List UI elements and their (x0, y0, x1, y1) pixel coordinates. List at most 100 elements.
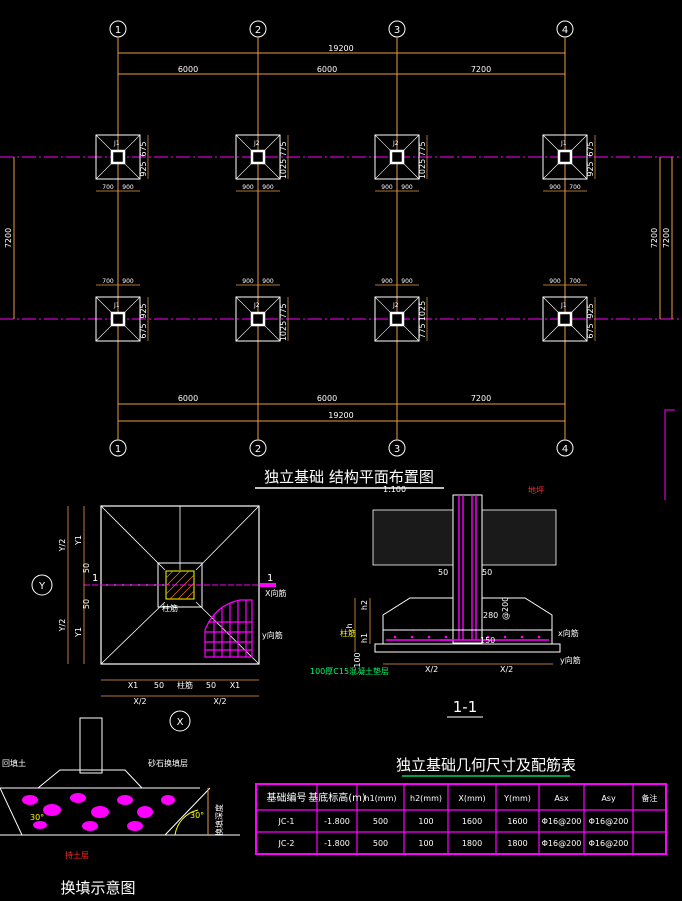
axis-bubble-bottom-4: 4 (556, 439, 574, 457)
foundation-table: 独立基础几何尺寸及配筋表 基础编号基底标高(m)h1(mm)h2(mm)X(mm… (255, 756, 667, 855)
foundation-dim-b: 675 (586, 323, 595, 338)
detail-x1-left: X1 (128, 681, 139, 690)
foundation-dim-a: 925 (139, 303, 148, 318)
table-header-cell: Asx (554, 794, 569, 803)
detail-zhujin-label: 柱筋 (162, 603, 178, 613)
foundation-dim-a: 675 (139, 141, 148, 156)
table-title: 独立基础几何尺寸及配筋表 (396, 756, 576, 774)
dim-overall-top: 19200 (328, 44, 353, 53)
detail-fifty-y2: 50 (82, 599, 91, 609)
section-y-rebar: y向筋 (560, 655, 581, 665)
foundation-dim-h1: 900 (242, 278, 254, 285)
backfill-angle-left: 30° (30, 813, 44, 822)
foundation-dim-a: 925 (586, 303, 595, 318)
foundation-dim-b: 1025 (418, 159, 427, 179)
foundation-label: J1 (560, 302, 567, 309)
svg-text:4: 4 (562, 444, 568, 455)
foundation-dim-b: 925 (586, 161, 595, 176)
foundation-label: J2 (392, 302, 399, 309)
foundation-dim-h1: 900 (242, 184, 254, 191)
plan-title: 独立基础 结构平面布置图 (264, 468, 434, 486)
axis-bubble-top-4: 4 (556, 20, 574, 38)
foundation-dim-b: 675 (139, 323, 148, 338)
foundation-dim-b: 1025 (279, 321, 288, 341)
table-header-cell: h1(mm) (365, 794, 397, 803)
foundation-dim-b: 775 (418, 323, 427, 338)
table-cell: 1800 (507, 839, 527, 848)
section-label: 1-1 (453, 698, 478, 716)
detail-bottom-dims (101, 679, 259, 697)
table-cell: 100 (418, 839, 433, 848)
foundation-dim-h2: 900 (122, 184, 134, 191)
backfill-angle-arc (174, 809, 199, 836)
detail-x1-right: X1 (230, 681, 241, 690)
table-cell: 1800 (462, 839, 482, 848)
detail-y1-bottom: Y1 (74, 627, 83, 638)
foundation-dim-a: 775 (418, 141, 427, 156)
backfill-label-depth: 换填深度 (214, 804, 224, 836)
detail-axis-y: Y (38, 581, 46, 592)
section-mark-right: 1 (267, 573, 273, 584)
vertical-grid-lines (117, 37, 566, 440)
axis-bubble-top-1: 1 (109, 20, 127, 38)
table-cell: 500 (373, 817, 388, 826)
section-x-rebar: x向筋 (558, 628, 579, 638)
section-zhujin-label: 柱筋 (340, 628, 356, 638)
foundation-detail-plan: 1 1 Y Y/2 Y/2 Y1 Y1 50 50 X1 50 柱筋 50 X1… (31, 505, 286, 732)
foundation-dim-h2: 900 (122, 278, 134, 285)
section-1-1: 1:100 h h2 h1 100 (310, 485, 581, 718)
section-cushion (374, 643, 561, 653)
foundation-dim-a: 1025 (418, 301, 427, 321)
table-cell: JC-1 (278, 817, 295, 826)
edge-bracket (664, 409, 675, 500)
detail-yrebar-label: y向筋 (262, 630, 283, 640)
section-mark-left: 1 (92, 573, 98, 584)
side-dimensions (13, 157, 673, 319)
backfill-angle-right: 30° (190, 811, 204, 820)
axis-bubble-bottom-1: 1 (109, 439, 127, 457)
foundation-dim-a: 675 (586, 141, 595, 156)
svg-text:2: 2 (255, 25, 261, 36)
section-rebar-dots (393, 635, 541, 639)
foundation-dim-h2: 700 (569, 184, 581, 191)
section-hundred-label: 100 (353, 652, 362, 667)
section-scale: 1:100 (383, 485, 406, 494)
backfill-diagram: 回填土 砂石换填层 持土层 换填深度 30° 30° 换填示意图 (0, 717, 240, 897)
table-header-cell: Asy (601, 794, 616, 803)
table-cell: -1.800 (324, 817, 350, 826)
section-column-rebar (440, 495, 495, 641)
section-x-half-right: X/2 (500, 665, 513, 674)
table-header-cell: 基础编号 (267, 791, 307, 804)
foundation-label: J2 (253, 140, 260, 147)
table-cell: -1.800 (324, 839, 350, 848)
table-cell: Φ16@200 (589, 817, 629, 826)
detail-axis-x: X (177, 717, 184, 728)
section-column (452, 494, 483, 644)
detail-axis-bubble-x (169, 710, 191, 732)
section-h2-label: h2 (360, 600, 369, 610)
foundation-dim-b: 925 (139, 161, 148, 176)
dim-side-right-2: 7200 (662, 228, 671, 248)
dim-span-top-3: 7200 (471, 65, 491, 74)
detail-zhujin-bottom: 柱筋 (177, 680, 193, 690)
detail-slope-lines (100, 505, 260, 665)
foundation-dim-b: 1025 (279, 159, 288, 179)
foundation-dim-h1: 900 (549, 278, 561, 285)
dim-span-top-2: 6000 (317, 65, 337, 74)
foundation-plan: 1 2 3 4 1 2 3 4 19200 6000 6000 7200 (0, 20, 682, 489)
axis-bubble-bottom-3: 3 (388, 439, 406, 457)
section-footing-slope (382, 597, 553, 630)
detail-x-half-left: X/2 (133, 697, 146, 706)
detail-fifty-x2: 50 (206, 681, 216, 690)
svg-text:1: 1 (115, 25, 121, 36)
table-cell: JC-2 (278, 839, 295, 848)
foundation-dim-h1: 900 (549, 184, 561, 191)
section-h-label: h (345, 623, 354, 628)
table-border (255, 783, 667, 855)
axis-bubble-top-3: 3 (388, 20, 406, 38)
svg-text:3: 3 (394, 25, 400, 36)
